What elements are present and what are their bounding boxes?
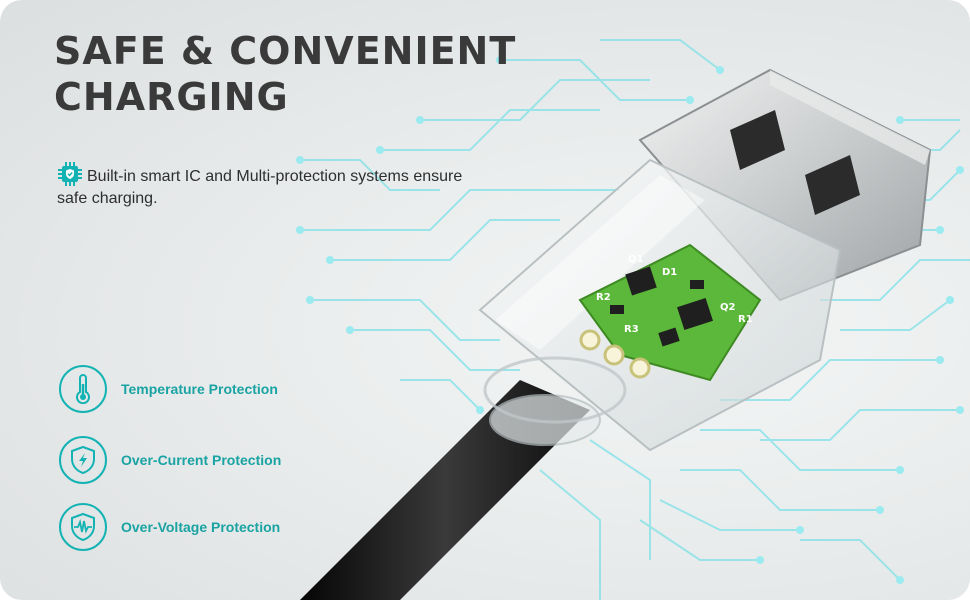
feature-over-voltage: Over-Voltage Protection (59, 503, 280, 551)
feature-label: Over-Current Protection (121, 452, 282, 468)
pcb-label-r2: R2 (596, 292, 611, 303)
pcb-label-d1: D1 (662, 267, 677, 278)
pcb-label-r1: R1 (738, 314, 753, 325)
feature-icon-ring (59, 503, 107, 551)
pcb-label-r3: R3 (624, 324, 639, 335)
feature-label: Temperature Protection (121, 381, 278, 397)
title-line-2: CHARGING (54, 75, 289, 119)
shield-lightning-icon (71, 445, 95, 475)
pcb-label-q1: Q1 (628, 254, 644, 265)
pcb-label-q2: Q2 (720, 302, 736, 313)
description: Built-in smart IC and Multi-protection s… (57, 161, 477, 210)
feature-over-current: Over-Current Protection (59, 436, 281, 484)
description-text: Built-in smart IC and Multi-protection s… (57, 168, 463, 207)
feature-icon-ring (59, 436, 107, 484)
feature-icon-ring (59, 365, 107, 413)
shield-wave-icon (71, 512, 95, 542)
feature-label: Over-Voltage Protection (121, 519, 281, 535)
thermometer-icon (76, 374, 90, 404)
chip-shield-icon (58, 162, 82, 186)
title-line-1: SAFE & CONVENIENT (54, 29, 517, 73)
feature-temperature: Temperature Protection (59, 365, 278, 413)
page-title: SAFE & CONVENIENT CHARGING (54, 28, 516, 120)
